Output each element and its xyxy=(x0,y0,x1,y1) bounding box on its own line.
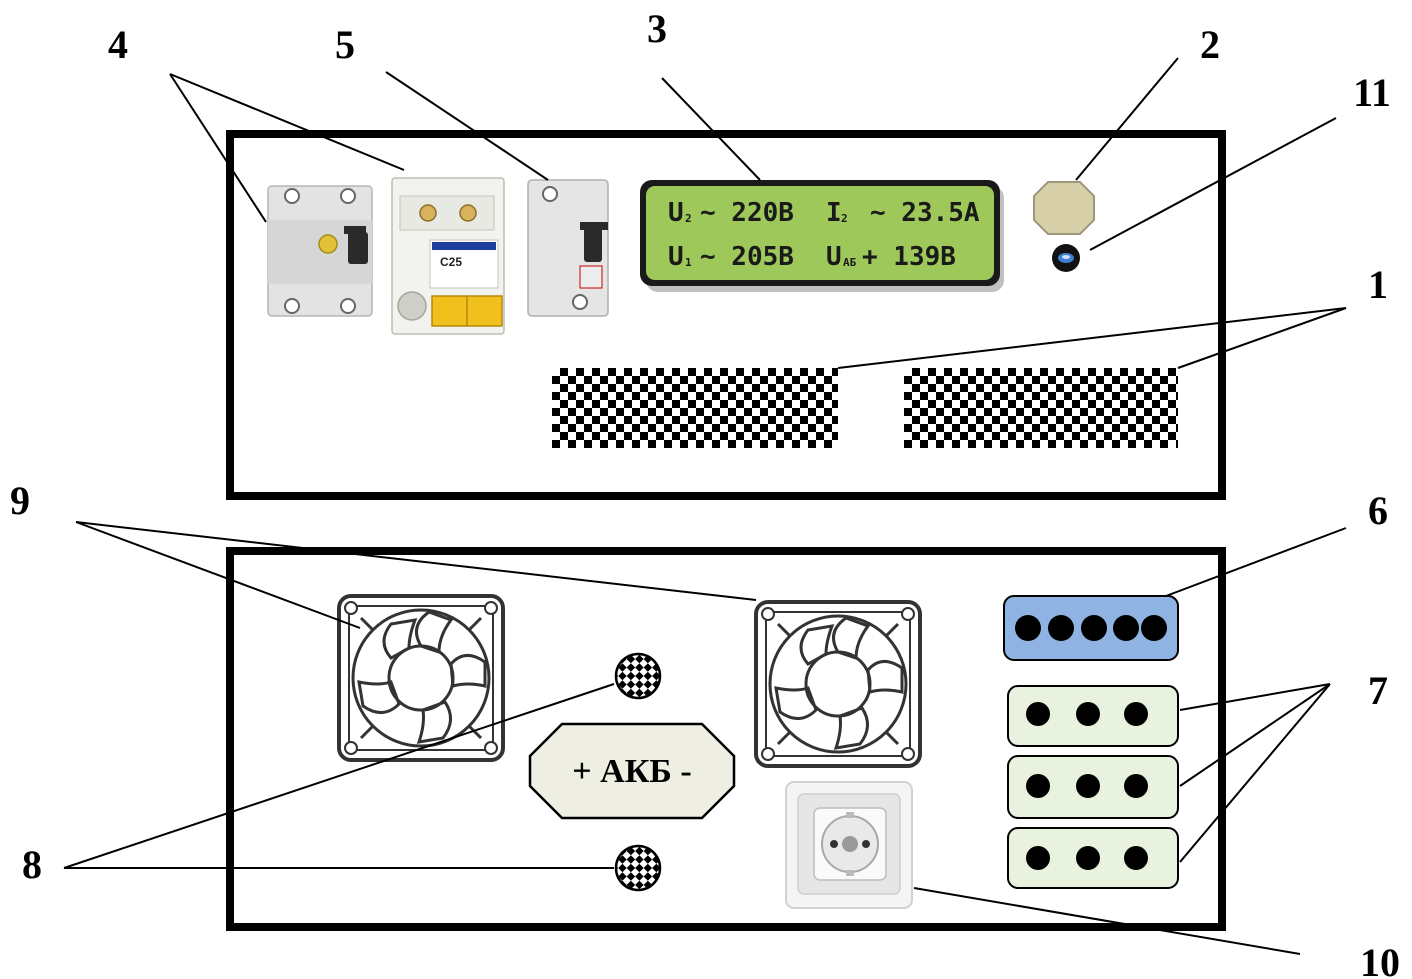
indicator-lamp xyxy=(1052,244,1080,272)
callout-11: 11 xyxy=(1353,70,1391,115)
callout-9: 9 xyxy=(10,478,30,523)
callout-5: 5 xyxy=(335,22,355,67)
battery-label: + АКБ - xyxy=(572,753,691,790)
breaker-rating-label: C25 xyxy=(440,255,462,269)
cooling-fan-left xyxy=(337,594,505,762)
battery-label-plate xyxy=(528,722,736,820)
lcd-u1-label: U xyxy=(668,242,684,272)
lcd-u2-sub: 2 xyxy=(685,212,692,225)
octagon-button[interactable] xyxy=(1033,181,1095,235)
circuit-breaker-c25: C25 xyxy=(391,177,505,335)
front-panel-frame xyxy=(226,130,1226,500)
cooling-fan-right xyxy=(754,600,922,768)
connector-3-pin-2 xyxy=(1007,755,1179,819)
lcd-uab-label: U xyxy=(826,242,842,272)
lcd-u1-value: ~ 205B xyxy=(700,242,794,272)
lcd-u2-label: U xyxy=(668,198,684,228)
vent-grille-right xyxy=(904,368,1178,448)
callout-8: 8 xyxy=(22,842,42,887)
callout-2: 2 xyxy=(1200,22,1220,67)
connector-5-pin xyxy=(1003,595,1179,661)
callout-1: 1 xyxy=(1368,262,1388,307)
lcd-screen xyxy=(646,186,994,280)
lcd-i2-label: I xyxy=(826,198,842,228)
vent-grille-left xyxy=(552,368,838,448)
lcd-i2-value: ~ 23.5A xyxy=(870,198,980,228)
rear-panel-frame xyxy=(226,547,1226,931)
power-socket xyxy=(785,781,913,909)
lcd-display: U 2 ~ 220B I 2 ~ 23.5A U 1 ~ 205B U АБ +… xyxy=(640,180,1004,292)
leader-lines xyxy=(63,57,1347,955)
rcd-module xyxy=(267,185,373,317)
connector-3-pin-3 xyxy=(1007,827,1179,889)
battery-terminal-bottom xyxy=(606,836,670,900)
connector-3-pin-1 xyxy=(1007,685,1179,747)
lcd-u2-value: ~ 220B xyxy=(700,198,794,228)
battery-terminal-top xyxy=(606,644,670,708)
callout-4: 4 xyxy=(108,22,128,67)
lcd-uab-value: + 139B xyxy=(862,242,956,272)
lcd-i2-sub: 2 xyxy=(841,212,848,225)
callout-6: 6 xyxy=(1368,488,1388,533)
callout-10: 10 xyxy=(1360,940,1400,979)
callout-3: 3 xyxy=(647,6,667,51)
lcd-uab-sub: АБ xyxy=(843,256,857,269)
callout-7: 7 xyxy=(1368,668,1388,713)
single-pole-breaker xyxy=(527,179,609,317)
lcd-u1-sub: 1 xyxy=(685,256,692,269)
